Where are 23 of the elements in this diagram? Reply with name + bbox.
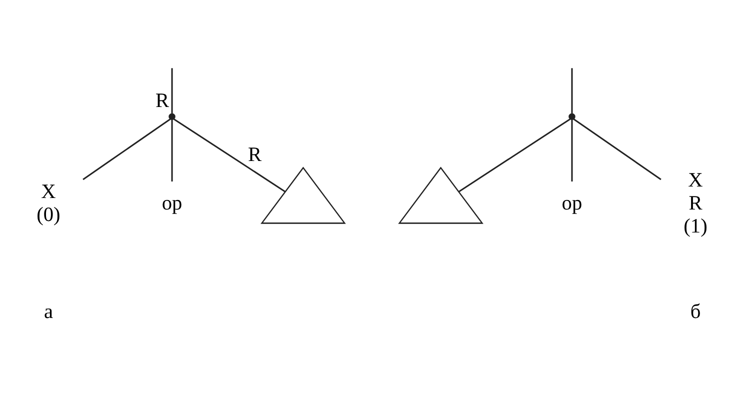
node-label: R [248,144,262,166]
connector [571,119,573,182]
label: а [44,300,53,323]
node-text: op [562,192,582,215]
node-triangle [398,166,484,224]
node-text: X [688,170,703,192]
node-label: (0) [36,204,60,226]
connector [171,68,173,114]
node-text: op [162,192,182,215]
node-point [568,113,576,120]
connector [573,118,662,180]
node-text: X [41,181,56,204]
connector [171,119,173,182]
node-triangle [260,166,346,224]
label: б [690,300,701,323]
connector [82,118,171,180]
node-label: R [155,90,170,112]
node-label: (1) [684,215,708,238]
connector [571,68,573,114]
node-label: R [688,192,702,215]
connector [173,118,286,192]
node-point [168,113,176,120]
connector [458,118,571,192]
